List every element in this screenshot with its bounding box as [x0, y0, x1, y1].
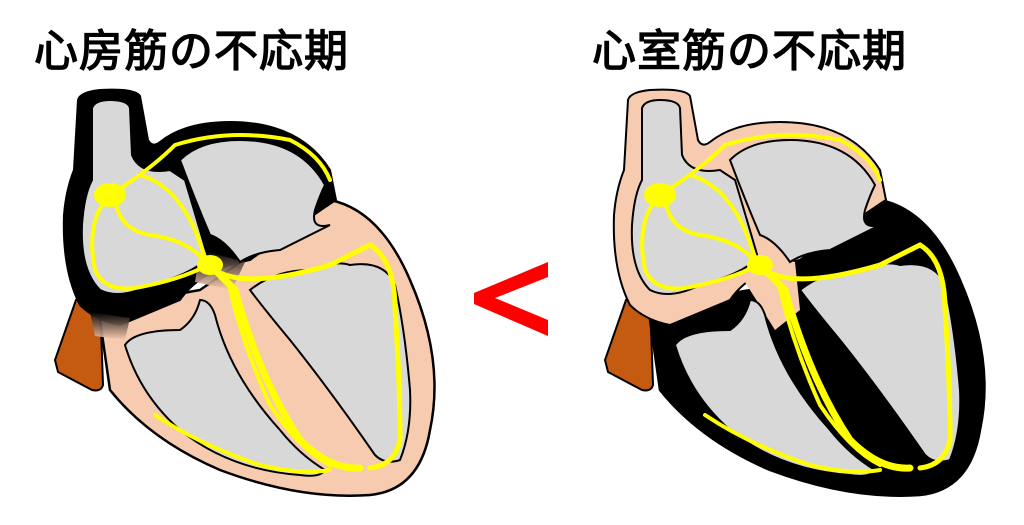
conduction-system: [640, 133, 953, 474]
av-node: [747, 255, 773, 275]
title-atrial-refractory-period: 心房筋の不応期: [34, 26, 349, 77]
vena-cava: [53, 299, 105, 392]
av-node: [197, 255, 223, 275]
vena-cava: [603, 299, 655, 392]
sa-node: [644, 183, 676, 207]
left-atrium-chamber: [178, 138, 331, 264]
less-than-symbol: [474, 262, 548, 336]
heart-diagram-atria-highlighted: [53, 88, 436, 497]
heart-diagram-ventricles-highlighted: [603, 88, 986, 497]
sa-node: [94, 183, 126, 207]
title-ventricular-refractory-period: 心室筋の不応期: [592, 26, 907, 77]
left-atrium-chamber: [728, 138, 881, 264]
conduction-system: [90, 133, 403, 474]
